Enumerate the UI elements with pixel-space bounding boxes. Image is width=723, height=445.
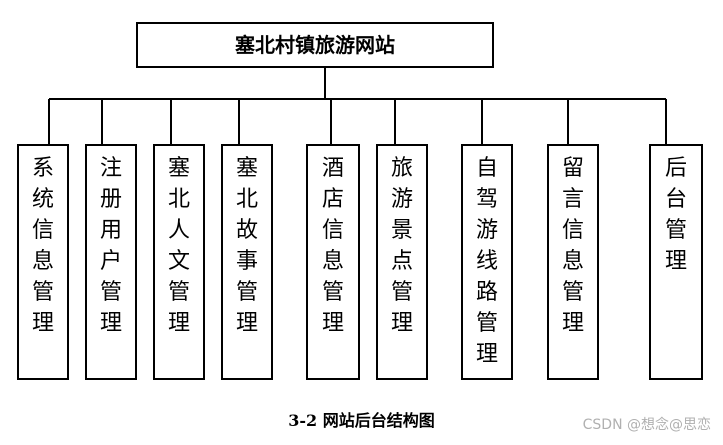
- child-node-label-char: 北: [236, 187, 258, 212]
- figure-caption: 3-2 网站后台结构图: [288, 411, 435, 430]
- child-node-label-char: 系: [32, 156, 54, 181]
- child-node-label-char: 理: [562, 311, 584, 336]
- child-node-box: [221, 144, 273, 380]
- child-node-label-char: 信: [322, 218, 344, 243]
- child-node-label-char: 酒: [322, 156, 344, 181]
- child-node-label-char: 塞: [236, 156, 258, 181]
- child-node-box: [376, 144, 428, 380]
- child-node-label-char: 信: [562, 218, 584, 243]
- child-node-label-char: 店: [322, 187, 344, 212]
- child-node-label-char: 信: [32, 218, 54, 243]
- child-node-label-char: 留: [562, 156, 584, 181]
- child-node-label-char: 理: [32, 311, 54, 336]
- child-node-box: [85, 144, 137, 380]
- child-node-label-char: 理: [665, 249, 687, 274]
- child-node-label-char: 路: [476, 280, 498, 305]
- child-node-label-char: 景: [391, 218, 413, 243]
- root-node-box: [136, 22, 494, 68]
- child-node-box: [461, 144, 513, 380]
- child-node-label-char: 旅: [391, 156, 413, 181]
- child-node-box: [306, 144, 360, 380]
- child-node-label-char: 言: [562, 187, 584, 212]
- child-node-label-char: 塞: [168, 156, 190, 181]
- watermark: CSDN @想念@思恋: [582, 417, 711, 433]
- child-node-box: [547, 144, 599, 380]
- child-node-label-char: 息: [562, 249, 584, 274]
- child-node-label-char: 游: [476, 218, 498, 243]
- child-node-label-char: 线: [476, 249, 498, 274]
- child-node-label-char: 管: [391, 280, 413, 305]
- child-node-label-char: 北: [168, 187, 190, 212]
- child-node-label-char: 管: [236, 280, 258, 305]
- child-node-label-char: 管: [168, 280, 190, 305]
- child-node-label-char: 人: [168, 218, 190, 243]
- child-node-label-char: 息: [32, 249, 54, 274]
- child-node-label-char: 台: [665, 187, 687, 212]
- child-node-label-char: 管: [665, 218, 687, 243]
- child-node-box: [153, 144, 205, 380]
- child-node-label-char: 事: [236, 249, 258, 274]
- child-node-label-char: 注: [100, 156, 122, 181]
- child-node-label-char: 管: [476, 311, 498, 336]
- child-node-label-char: 户: [100, 249, 122, 274]
- child-node-label-char: 故: [236, 218, 258, 243]
- child-node-label-char: 理: [236, 311, 258, 336]
- child-node-label-char: 理: [100, 311, 122, 336]
- child-node-label-char: 自: [476, 156, 498, 181]
- child-node-label-char: 理: [322, 311, 344, 336]
- child-node-label-char: 管: [100, 280, 122, 305]
- child-node-label-char: 统: [32, 187, 54, 212]
- child-node-label-char: 点: [391, 249, 413, 274]
- child-node-label-char: 用: [100, 218, 122, 243]
- child-node-label-char: 理: [391, 311, 413, 336]
- child-node-label-char: 理: [476, 342, 498, 367]
- child-node-label-char: 息: [322, 249, 344, 274]
- child-node-label-char: 管: [562, 280, 584, 305]
- child-node-box: [649, 144, 703, 380]
- child-node-label-char: 后: [665, 156, 687, 181]
- child-node-label-char: 册: [100, 187, 122, 212]
- child-node-label-char: 游: [391, 187, 413, 212]
- root-node-label: 塞北村镇旅游网站: [235, 33, 395, 57]
- child-node-label-char: 理: [168, 311, 190, 336]
- child-node-box: [17, 144, 69, 380]
- child-node-label-char: 管: [322, 280, 344, 305]
- child-node-label-char: 驾: [476, 187, 498, 212]
- child-node-label-char: 管: [32, 280, 54, 305]
- child-node-label-char: 文: [168, 249, 190, 274]
